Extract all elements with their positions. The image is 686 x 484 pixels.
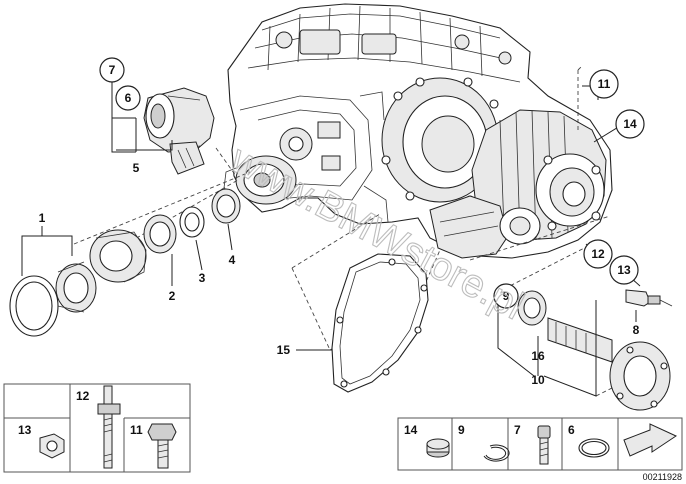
- callout-9: 9: [493, 283, 519, 309]
- arrow-icon: [623, 423, 678, 457]
- callout-12: 12: [583, 239, 613, 269]
- callout-6: 6: [115, 85, 141, 111]
- nut-13-icon: [39, 433, 65, 459]
- box-left-label-13: 13: [18, 423, 32, 437]
- circlip-9-icon: [483, 444, 510, 462]
- callout-14-text: 14: [623, 117, 637, 131]
- box-right-label-7: 7: [514, 423, 521, 437]
- document-number: 00211928: [643, 472, 682, 482]
- callout-9-text: 9: [503, 289, 510, 303]
- callout-14: 14: [615, 109, 645, 139]
- stud-bolt-12-icon: [97, 385, 121, 469]
- label-4: 4: [229, 253, 236, 267]
- callout-11: 11: [589, 69, 619, 99]
- part-15-gasket: [331, 253, 429, 393]
- bolt-11-icon: [147, 423, 177, 469]
- callout-7: 7: [99, 57, 125, 83]
- part-5-actuator: [143, 87, 215, 175]
- callout-11-text: 11: [598, 77, 611, 91]
- box-right-label-9: 9: [458, 423, 465, 437]
- label-10: 10: [531, 373, 545, 387]
- label-15: 15: [277, 343, 291, 357]
- label-8: 8: [633, 323, 640, 337]
- part-1-seal-ring: [9, 229, 147, 337]
- label-3: 3: [199, 271, 206, 285]
- bolt-7-icon: [537, 425, 551, 465]
- label-16: 16: [531, 349, 545, 363]
- callout-13: 13: [609, 255, 639, 285]
- plug-14-icon: [426, 438, 450, 458]
- callout-12-text: 12: [591, 247, 605, 261]
- o-ring-6-icon: [578, 438, 610, 458]
- box-right-label-14: 14: [404, 423, 418, 437]
- label-2: 2: [169, 289, 176, 303]
- box-right-label-6: 6: [568, 423, 575, 437]
- label-5: 5: [133, 161, 140, 175]
- callout-7-text: 7: [109, 63, 116, 77]
- label-1: 1: [39, 211, 46, 225]
- part-16-output-shaft: [517, 290, 671, 411]
- callout-13-text: 13: [617, 263, 631, 277]
- part-8-sensor: [625, 289, 673, 307]
- box-left-label-11: 11: [130, 423, 143, 437]
- differential-housing: [223, 3, 613, 259]
- parts-2-3-4-rings: [143, 188, 241, 254]
- small-parts-box-left: 12 13 11: [3, 383, 191, 473]
- box-left-label-12: 12: [76, 389, 90, 403]
- callout-6-text: 6: [125, 91, 132, 105]
- small-parts-box-right: 14 9 7 6: [397, 417, 683, 471]
